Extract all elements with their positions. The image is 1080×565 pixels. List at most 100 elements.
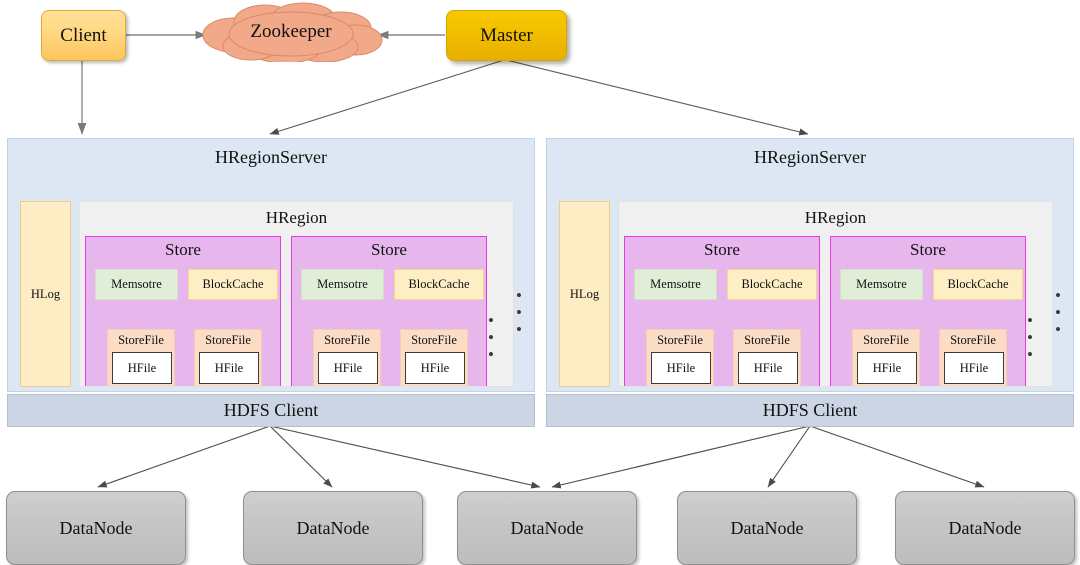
hfile-1-1-2[interactable]: HFile [199, 352, 259, 384]
node-zookeeper[interactable]: Zookeeper [193, 2, 389, 64]
datanode-1[interactable]: DataNode [6, 491, 186, 565]
store-2-2[interactable]: Store Memsotre BlockCache StoreFile HFil… [830, 236, 1026, 386]
storefile-2-1-2-label: StoreFile [744, 333, 790, 347]
edge-master-hregionserver2 [505, 59, 809, 136]
hlog-1[interactable]: HLog [20, 201, 71, 387]
memstore-1-1[interactable]: Memsotre [95, 269, 178, 300]
hregionserver-2-more-regions: • • • [1055, 286, 1064, 339]
hregion-2-more-stores: • • • [1027, 311, 1036, 364]
hregionserver-2[interactable]: HRegionServer HLog • • • HRegion • • • S… [546, 138, 1074, 392]
store-1-2-title: Store [371, 240, 407, 259]
storefile-1-1-1-label: StoreFile [118, 333, 164, 347]
datanode-4[interactable]: DataNode [677, 491, 857, 565]
hfile-1-1-2-label: HFile [214, 360, 244, 375]
datanode-4-label: DataNode [730, 517, 804, 538]
memstore-2-1[interactable]: Memsotre [634, 269, 717, 300]
edge-master-hregionserver1 [269, 59, 505, 135]
blockcache-1-2[interactable]: BlockCache [394, 269, 484, 300]
storefile-1-1-2[interactable]: StoreFile HFile [194, 329, 262, 386]
hlog-2[interactable]: HLog [559, 201, 610, 387]
blockcache-2-1[interactable]: BlockCache [727, 269, 817, 300]
datanode-5-label: DataNode [948, 517, 1022, 538]
storefile-2-1-2[interactable]: StoreFile HFile [733, 329, 801, 386]
edge-hdfs1-datanode3 [269, 425, 541, 489]
storefile-1-1-1[interactable]: StoreFile HFile [107, 329, 175, 386]
hfile-2-2-2[interactable]: HFile [944, 352, 1004, 384]
hregion-2[interactable]: HRegion • • • Store Memsotre BlockCache … [618, 201, 1053, 387]
store-2-1-title: Store [704, 240, 740, 259]
storefile-2-1-1-label: StoreFile [657, 333, 703, 347]
memstore-1-2[interactable]: Memsotre [301, 269, 384, 300]
hfile-1-2-1-label: HFile [333, 360, 363, 375]
blockcache-1-2-label: BlockCache [408, 277, 470, 291]
memstore-2-1-label: Memsotre [650, 277, 701, 291]
hfile-1-1-1-label: HFile [127, 360, 157, 375]
hdfs-client-1[interactable]: HDFS Client [7, 394, 535, 427]
storefile-2-2-1-label: StoreFile [863, 333, 909, 347]
hfile-1-2-2[interactable]: HFile [405, 352, 465, 384]
store-1-1-title: Store [165, 240, 201, 259]
blockcache-2-2[interactable]: BlockCache [933, 269, 1023, 300]
hlog-1-label: HLog [30, 286, 61, 301]
hregionserver-1[interactable]: HRegionServer HLog • • • HRegion • • • S… [7, 138, 535, 392]
storefile-1-1-2-label: StoreFile [205, 333, 251, 347]
blockcache-1-1[interactable]: BlockCache [188, 269, 278, 300]
edge-hdfs1-datanode2 [269, 425, 333, 488]
storefile-1-2-1[interactable]: StoreFile HFile [313, 329, 381, 386]
edge-hdfs1-datanode1 [97, 425, 271, 488]
storefile-1-2-1-label: StoreFile [324, 333, 370, 347]
storefile-2-2-1[interactable]: StoreFile HFile [852, 329, 920, 386]
store-1-2[interactable]: Store Memsotre BlockCache StoreFile HFil… [291, 236, 487, 386]
cloud-shape-icon [202, 2, 383, 64]
datanode-2-label: DataNode [296, 517, 370, 538]
blockcache-2-2-label: BlockCache [947, 277, 1009, 291]
master-label: Master [480, 24, 533, 46]
hfile-1-2-1[interactable]: HFile [318, 352, 378, 384]
hfile-2-2-2-label: HFile [959, 360, 989, 375]
hfile-2-2-1[interactable]: HFile [857, 352, 917, 384]
memstore-1-2-label: Memsotre [317, 277, 368, 291]
hfile-2-1-2-label: HFile [753, 360, 783, 375]
datanode-5[interactable]: DataNode [895, 491, 1075, 565]
node-master[interactable]: Master [446, 10, 567, 61]
edge-hdfs2-datanode5 [809, 425, 985, 488]
hfile-2-1-1-label: HFile [666, 360, 696, 375]
zookeeper-label: Zookeeper [250, 21, 332, 42]
hregion-1[interactable]: HRegion • • • Store Memsotre BlockCache … [79, 201, 514, 387]
storefile-1-2-2-label: StoreFile [411, 333, 457, 347]
node-client[interactable]: Client [41, 10, 126, 61]
hfile-1-2-2-label: HFile [420, 360, 450, 375]
hregion-1-more-stores: • • • [488, 311, 497, 364]
datanode-3[interactable]: DataNode [457, 491, 637, 565]
blockcache-2-1-label: BlockCache [741, 277, 803, 291]
store-2-1[interactable]: Store Memsotre BlockCache StoreFile HFil… [624, 236, 820, 386]
client-label: Client [60, 24, 107, 46]
memstore-2-2[interactable]: Memsotre [840, 269, 923, 300]
hfile-2-2-1-label: HFile [872, 360, 902, 375]
storefile-2-1-1[interactable]: StoreFile HFile [646, 329, 714, 386]
datanode-2[interactable]: DataNode [243, 491, 423, 565]
hdfs-client-2-label: HDFS Client [762, 400, 858, 420]
storefile-2-2-2[interactable]: StoreFile HFile [939, 329, 1007, 386]
edge-hdfs2-datanode4 [767, 425, 811, 488]
edge-hdfs2-datanode3 [551, 425, 811, 489]
memstore-2-2-label: Memsotre [856, 277, 907, 291]
hregionserver-1-title: HRegionServer [215, 147, 327, 167]
memstore-1-1-label: Memsotre [111, 277, 162, 291]
hdfs-client-2[interactable]: HDFS Client [546, 394, 1074, 427]
store-1-1[interactable]: Store Memsotre BlockCache StoreFile HFil… [85, 236, 281, 386]
storefile-1-2-2[interactable]: StoreFile HFile [400, 329, 468, 386]
hfile-2-1-2[interactable]: HFile [738, 352, 798, 384]
hfile-1-1-1[interactable]: HFile [112, 352, 172, 384]
hregionserver-2-title: HRegionServer [754, 147, 866, 167]
hregionserver-1-more-regions: • • • [516, 286, 525, 339]
hregion-1-title: HRegion [265, 208, 328, 227]
store-2-2-title: Store [910, 240, 946, 259]
hfile-2-1-1[interactable]: HFile [651, 352, 711, 384]
hdfs-client-1-label: HDFS Client [223, 400, 319, 420]
storefile-2-2-2-label: StoreFile [950, 333, 996, 347]
blockcache-1-1-label: BlockCache [202, 277, 264, 291]
hregion-2-title: HRegion [804, 208, 867, 227]
hlog-2-label: HLog [569, 286, 600, 301]
